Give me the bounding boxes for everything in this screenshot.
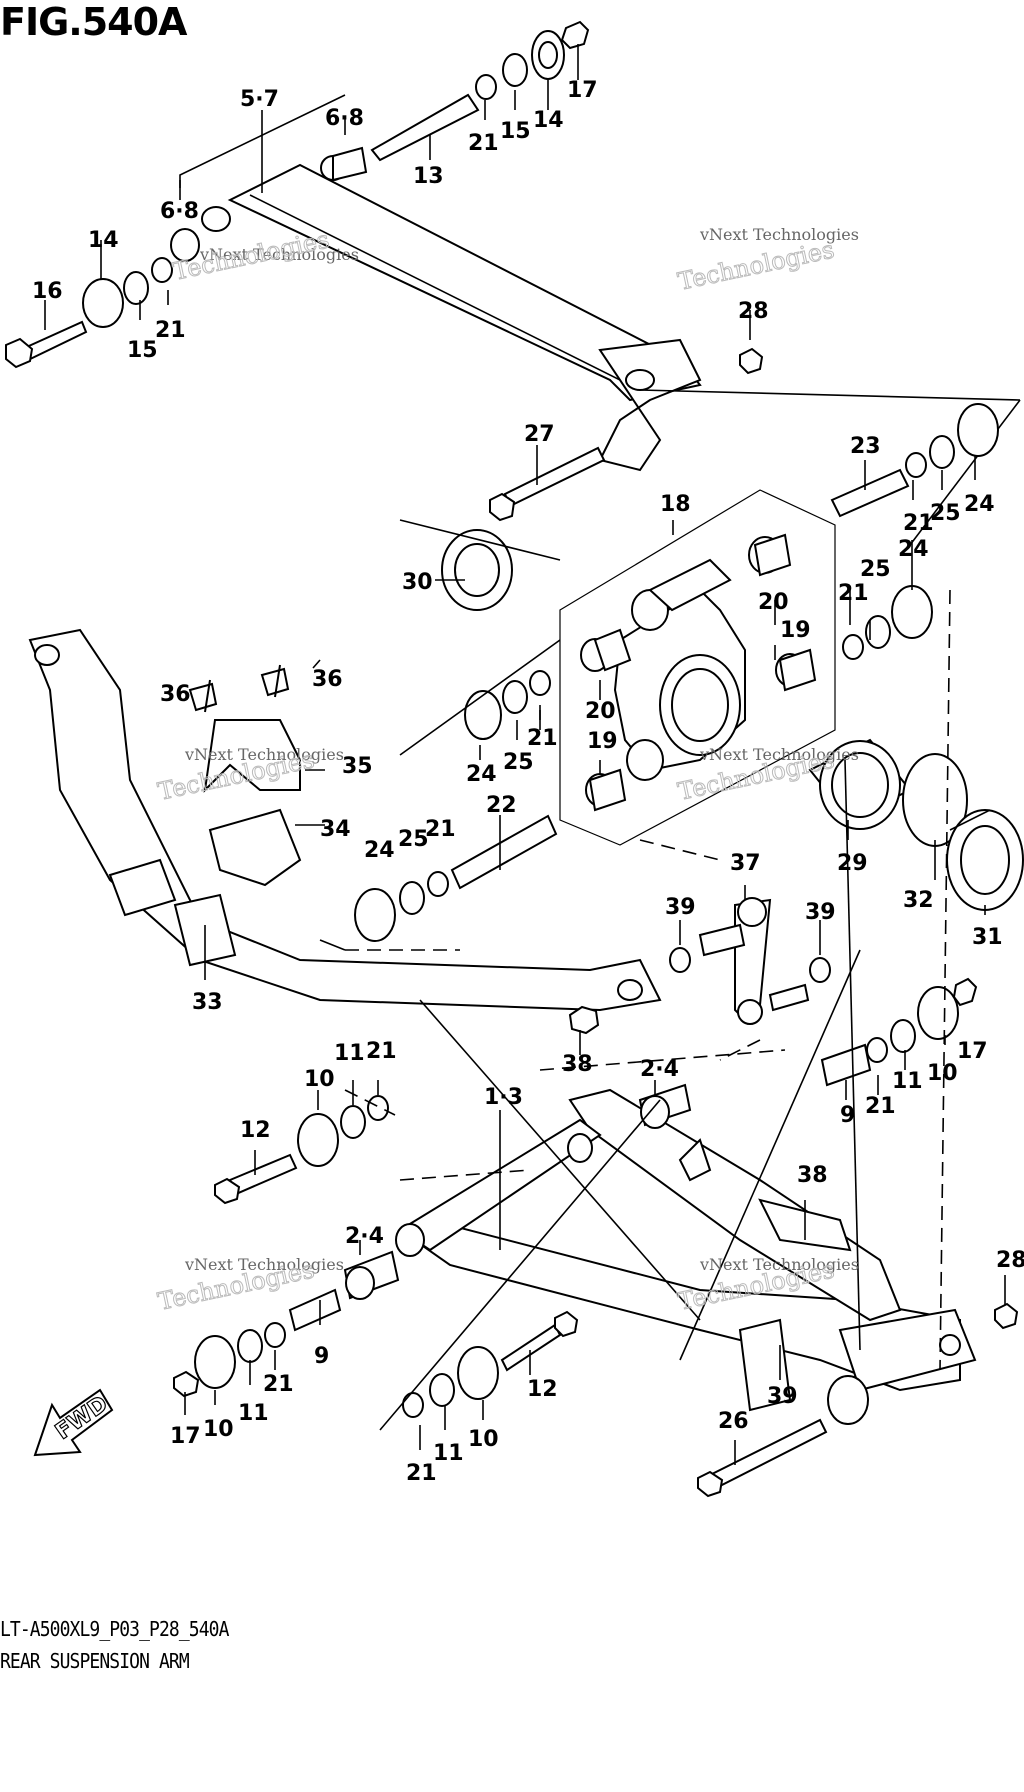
callout-28: 28 bbox=[996, 1248, 1024, 1273]
callout-25: 25 bbox=[503, 750, 534, 775]
callout-12: 12 bbox=[527, 1377, 558, 1402]
callout-33: 33 bbox=[192, 990, 223, 1015]
callout-10: 10 bbox=[203, 1417, 234, 1442]
link-rod bbox=[568, 897, 831, 1035]
callout-10: 10 bbox=[304, 1067, 335, 1092]
upper-bushing-set bbox=[5, 20, 764, 375]
watermark-text: vNext Technologies bbox=[699, 745, 859, 764]
callout-37: 37 bbox=[730, 851, 761, 876]
callout-15: 15 bbox=[500, 119, 531, 144]
figure-name: REAR SUSPENSION ARM bbox=[0, 1649, 190, 1673]
callout-5-7: 5·7 bbox=[240, 87, 279, 112]
callout-25: 25 bbox=[930, 501, 961, 526]
callout-21: 21 bbox=[366, 1039, 397, 1064]
stabilizer-bar bbox=[28, 628, 662, 1012]
watermark-text: vNext Technologies bbox=[199, 245, 359, 264]
callout-38: 38 bbox=[797, 1163, 828, 1188]
callout-15: 15 bbox=[127, 338, 158, 363]
callout-24: 24 bbox=[466, 762, 497, 787]
callout-19: 19 bbox=[780, 618, 811, 643]
callout-36: 36 bbox=[160, 682, 191, 707]
callout-10: 10 bbox=[468, 1427, 499, 1452]
callout-11: 11 bbox=[238, 1401, 269, 1426]
callout-11: 11 bbox=[433, 1441, 464, 1466]
figure-code: LT-A500XL9_P03_P28_540A bbox=[0, 1617, 229, 1641]
fwd-arrow-icon: FWD bbox=[33, 1388, 114, 1457]
callout-11: 11 bbox=[892, 1069, 923, 1094]
callout-21: 21 bbox=[263, 1372, 294, 1397]
fwd-label: FWD bbox=[51, 1391, 112, 1444]
upper-pivot-arm bbox=[227, 163, 1021, 546]
callout-35: 35 bbox=[342, 754, 373, 779]
callout-21: 21 bbox=[838, 581, 869, 606]
callout-39: 39 bbox=[767, 1384, 798, 1409]
callout-21: 21 bbox=[155, 318, 186, 343]
callout-11: 11 bbox=[334, 1041, 365, 1066]
figure-title: FIG.540A bbox=[0, 0, 187, 44]
callout-32: 32 bbox=[903, 888, 934, 913]
callout-14: 14 bbox=[88, 228, 119, 253]
callout-10: 10 bbox=[927, 1061, 958, 1086]
callout-30: 30 bbox=[402, 570, 433, 595]
leader-lines bbox=[44, 44, 1006, 1465]
callout-6-8: 6·8 bbox=[160, 199, 199, 224]
callout-25: 25 bbox=[398, 827, 429, 852]
bolt-27 bbox=[489, 446, 606, 522]
watermark-outline: Technologies bbox=[675, 235, 836, 295]
callout-31: 31 bbox=[972, 925, 1003, 950]
callout-2-4: 2·4 bbox=[640, 1057, 679, 1082]
callout-28: 28 bbox=[738, 299, 769, 324]
callout-22: 22 bbox=[486, 793, 517, 818]
watermark-text: vNext Technologies bbox=[184, 1255, 344, 1274]
knuckle-housing bbox=[559, 489, 836, 846]
callout-39: 39 bbox=[805, 900, 836, 925]
callout-13: 13 bbox=[413, 164, 444, 189]
callout-34: 34 bbox=[320, 817, 351, 842]
figure-caption: LT-A500XL9_P03_P28_540A REAR SUSPENSION … bbox=[0, 1613, 254, 1677]
callout-21: 21 bbox=[865, 1094, 896, 1119]
callout-24: 24 bbox=[364, 838, 395, 863]
callout-24: 24 bbox=[964, 492, 995, 517]
callout-labels: 5·7 6·8 6·8 13 21 15 14 17 14 16 15 21 2… bbox=[32, 78, 1024, 1486]
callout-9: 9 bbox=[314, 1344, 329, 1369]
callout-21: 21 bbox=[903, 511, 934, 536]
callout-39: 39 bbox=[665, 895, 696, 920]
callout-14: 14 bbox=[533, 108, 564, 133]
callout-18: 18 bbox=[660, 492, 691, 517]
callout-29: 29 bbox=[837, 851, 868, 876]
lower-bushing-set bbox=[173, 977, 1019, 1498]
callout-21: 21 bbox=[527, 726, 558, 751]
callout-12: 12 bbox=[240, 1118, 271, 1143]
callout-24: 24 bbox=[898, 537, 929, 562]
callout-21: 21 bbox=[425, 817, 456, 842]
hub-bearing-set bbox=[808, 738, 1024, 911]
right-bushing-set bbox=[354, 403, 999, 942]
callout-21: 21 bbox=[406, 1461, 437, 1486]
callout-17: 17 bbox=[170, 1424, 201, 1449]
callout-1-3: 1·3 bbox=[484, 1085, 523, 1110]
watermark-text: vNext Technologies bbox=[699, 225, 859, 244]
watermark-text: vNext Technologies bbox=[184, 745, 344, 764]
callout-23: 23 bbox=[850, 434, 881, 459]
stabilizer-holder bbox=[188, 664, 302, 887]
callout-25: 25 bbox=[860, 557, 891, 582]
watermark-text: vNext Technologies bbox=[699, 1255, 859, 1274]
callout-17: 17 bbox=[957, 1039, 988, 1064]
callout-19: 19 bbox=[587, 729, 618, 754]
callout-20: 20 bbox=[758, 590, 789, 615]
callout-38: 38 bbox=[562, 1052, 593, 1077]
callout-21: 21 bbox=[468, 131, 499, 156]
callout-2-4: 2·4 bbox=[345, 1224, 384, 1249]
callout-16: 16 bbox=[32, 279, 63, 304]
callout-9: 9 bbox=[840, 1103, 855, 1128]
callout-36: 36 bbox=[312, 667, 343, 692]
callout-6-8: 6·8 bbox=[325, 106, 364, 131]
callout-27: 27 bbox=[524, 422, 555, 447]
callout-17: 17 bbox=[567, 78, 598, 103]
callout-20: 20 bbox=[585, 699, 616, 724]
callout-26: 26 bbox=[718, 1409, 749, 1434]
